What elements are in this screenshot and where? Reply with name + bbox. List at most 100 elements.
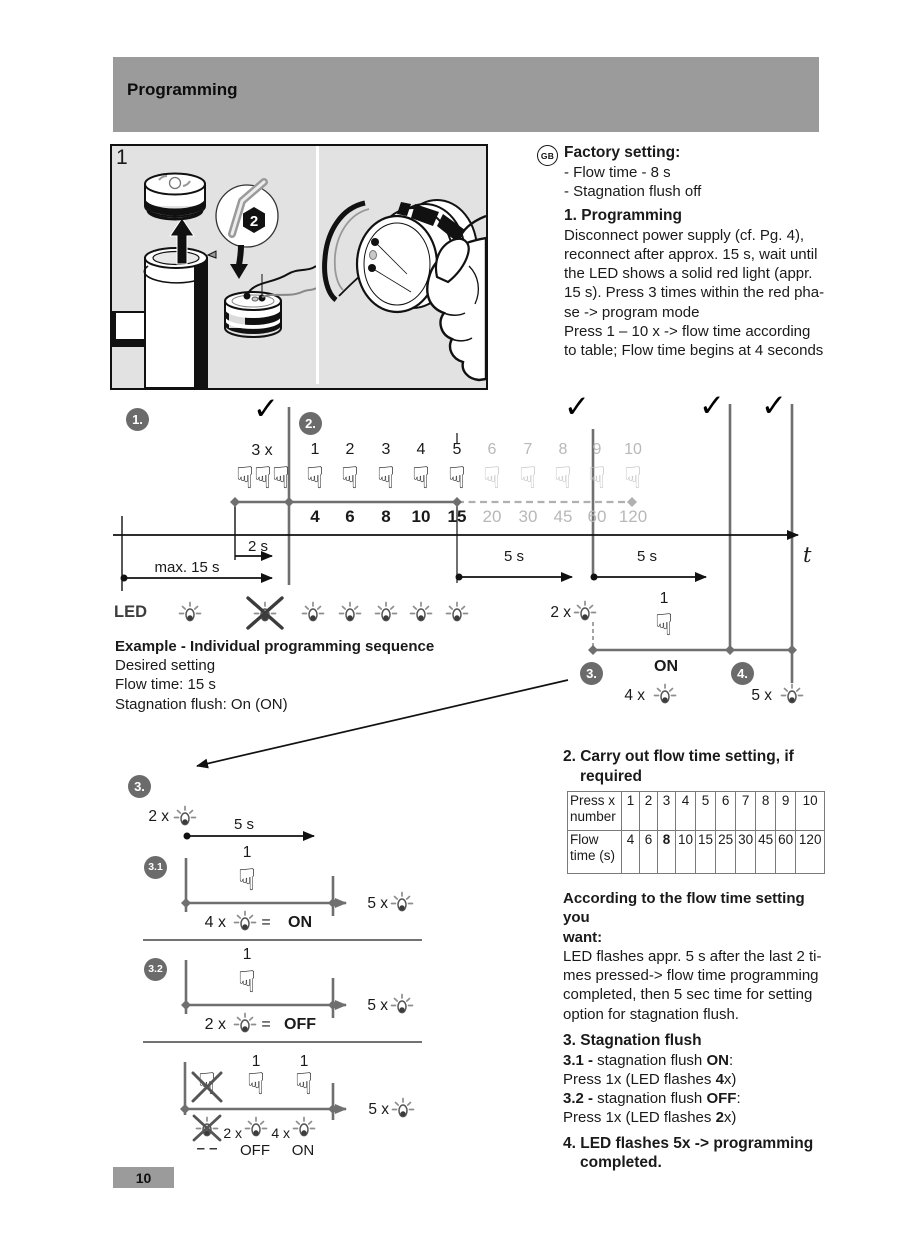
step-1-badge: 1. <box>126 408 149 431</box>
flow-table-heading: 2. Carry out flow time setting, if requi… <box>563 747 833 786</box>
gb-language-icon: GB <box>537 145 558 166</box>
led-5x-label: 5 x <box>751 687 772 704</box>
factory-setting-lines: - Flow time - 8 s - Stagnation flush off <box>564 163 702 200</box>
s31-prefix: 3.1 - <box>563 1051 594 1069</box>
led-flash-icon <box>409 601 433 625</box>
led-flash-icon <box>374 601 398 625</box>
press-count-gray: 8 <box>558 441 568 458</box>
press-cell: 3 <box>657 791 676 831</box>
left-illustration: 2 <box>112 172 316 388</box>
led-5x-label: 5 x <box>368 1101 389 1118</box>
flow-value-gray: 120 <box>618 507 648 526</box>
page-number: 10 <box>135 1169 152 1186</box>
led-flash-icon <box>173 805 197 829</box>
press-hand-icon-gray: ☟ <box>518 461 538 496</box>
press-count: 3 <box>381 441 391 458</box>
flow-value: 15 <box>447 507 467 526</box>
duration-max15s-label: max. 15 s <box>154 559 220 576</box>
programming-heading: 1. Programming <box>564 207 682 225</box>
s32-suffix: : <box>736 1090 741 1108</box>
led-5x-label: 5 x <box>367 997 388 1014</box>
press-1-label: 1 <box>299 1053 309 1070</box>
led-2x-label: 2 x <box>550 604 571 621</box>
intro-column: GB Factory setting: - Flow time - 8 s - … <box>537 143 829 361</box>
led-flash-icon <box>780 683 804 707</box>
s32-state: OFF <box>706 1090 737 1108</box>
checkmark-icon: ✓ <box>699 388 725 424</box>
led-flash-icon <box>391 1097 415 1121</box>
time-cell: 15 <box>695 830 717 874</box>
led-5x-label: 5 x <box>367 895 388 912</box>
press-1-label: 1 <box>242 946 252 963</box>
programming-body: Disconnect power supply (cf. Pg. 4), rec… <box>564 226 825 360</box>
flow-value: 10 <box>411 507 431 526</box>
led-off-crossed-icon <box>253 601 277 625</box>
flow-time-header: Flow time (s) <box>567 830 622 874</box>
flow-value-gray: 30 <box>518 507 538 526</box>
press-hand-icon-gray: ☟ <box>587 461 607 496</box>
led-flash-icon <box>233 1012 257 1036</box>
s32-text: stagnation flush <box>593 1090 707 1108</box>
led-flash-icon <box>390 891 414 915</box>
s31-text: stagnation flush <box>593 1051 707 1069</box>
led-flash-icon <box>338 601 362 625</box>
press-hand-icon: ☟ <box>340 461 360 496</box>
duration-5s-label: 5 s <box>503 548 524 565</box>
stagnation-on-label: ON <box>654 658 678 675</box>
led-flash-icon <box>233 910 257 934</box>
s32-press-count: 2 <box>715 1109 724 1127</box>
stagnation-31-press-line: Press 1x (LED flashes 4x) <box>563 1070 835 1089</box>
press-hand-icon: ☟ <box>305 461 325 496</box>
press-count-gray: 6 <box>487 441 497 458</box>
state-off-label: OFF <box>240 1142 270 1159</box>
press-count-gray: 7 <box>523 441 533 458</box>
led-flash-icon <box>292 1116 316 1140</box>
step-31-badge: 3.1 <box>144 856 167 879</box>
flow-value: 6 <box>345 507 355 526</box>
time-cell: 10 <box>674 830 697 874</box>
flow-table-heading-line2: required <box>580 767 643 785</box>
stagnation-32-press-line: Press 1x (LED flashes 2x) <box>563 1108 835 1127</box>
press-hand-icon: ☟ <box>447 461 467 496</box>
s32-prefix: 3.2 - <box>563 1090 594 1108</box>
checkmark-icon: ✓ <box>761 388 787 424</box>
time-cell: 4 <box>621 830 640 874</box>
press-hand-icon: ☟ <box>654 608 674 643</box>
step-3-badge: 3. <box>128 775 151 798</box>
press-cell: 2 <box>639 791 658 831</box>
step-2-badge-label: 2 <box>250 213 258 230</box>
s31-suffix: : <box>728 1051 734 1069</box>
according-heading: According to the flow time setting you w… <box>563 890 805 946</box>
press-count: 5 <box>452 441 462 458</box>
time-cell: 6 <box>639 830 658 874</box>
led-flash-icon <box>390 993 414 1017</box>
flow-value-gray: 60 <box>587 507 607 526</box>
stagnation-31-line: 3.1 - stagnation flush ON: <box>563 1051 835 1070</box>
press-1-label: 1 <box>251 1053 261 1070</box>
completed-heading-line1: 4. LED flashes 5x -> programming <box>563 1134 814 1152</box>
press-1-label: 1 <box>242 844 252 861</box>
flow-value-gray: 20 <box>482 507 502 526</box>
press-hand-icon: ☟ <box>271 461 291 496</box>
result-count-label: 2 x <box>204 1016 226 1033</box>
according-body: LED flashes appr. 5 s after the last 2 t… <box>563 947 822 1023</box>
led-row-label: LED <box>114 603 147 621</box>
press-count-header: Press x number <box>567 791 622 831</box>
led-flash-icon <box>653 683 677 707</box>
led-4x-label: 4 x <box>624 687 645 704</box>
press-cell: 4 <box>674 791 697 831</box>
state-on-label: ON <box>288 914 312 931</box>
example-block: Example - Individual programming sequenc… <box>115 637 445 714</box>
example-lines: Desired setting Flow time: 15 s Stagnati… <box>115 657 288 713</box>
led-2x-label: 2 x <box>148 808 169 825</box>
flow-value: 8 <box>381 507 391 526</box>
press-hand-icon-gray: ☟ <box>482 461 502 496</box>
stagnation-32-line: 3.2 - stagnation flush OFF: <box>563 1089 835 1108</box>
press-hand-icon: ☟ <box>246 1067 266 1102</box>
figure-panel: 1 <box>110 144 488 390</box>
led-flash-icon <box>573 600 597 624</box>
table-row: Flow time (s) 4 6 8 10 15 25 30 45 60 12… <box>567 830 826 874</box>
press-cell: 1 <box>621 791 640 831</box>
time-cell: 60 <box>775 830 797 874</box>
page-number-box: 10 <box>113 1167 174 1188</box>
